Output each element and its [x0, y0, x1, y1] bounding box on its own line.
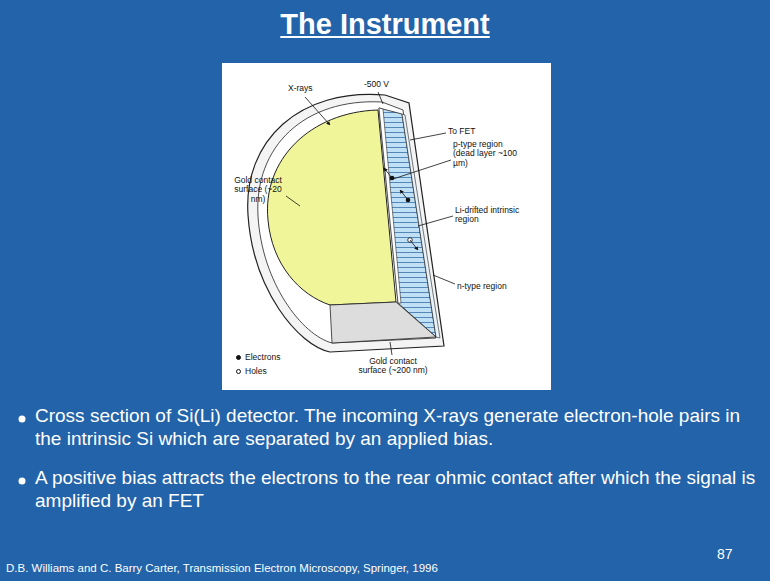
leader-line: [390, 160, 451, 180]
housing-inner: [258, 102, 436, 343]
legend-text: Electrons: [245, 352, 280, 362]
cut-face: [330, 302, 436, 343]
callout-label: Gold contact surface (~200 nm): [358, 357, 428, 376]
slide-title: The Instrument: [0, 8, 770, 41]
figure-panel: [222, 63, 551, 390]
page-number: 87: [717, 546, 757, 562]
callout-label: -500 V: [364, 80, 404, 89]
bullet-dot: [19, 478, 26, 485]
legend-text: Holes: [245, 366, 267, 376]
electron-swatch: [236, 355, 241, 360]
legend-row: Holes: [236, 366, 267, 376]
callout-label: Gold contact surface (~20 nm): [226, 176, 290, 204]
bullet-text: A positive bias attracts the electrons t…: [35, 467, 765, 513]
gold-contact-front: [267, 110, 396, 305]
bullet-dot: [19, 416, 26, 423]
callout-label: n-type region: [457, 282, 527, 291]
carrier-arrow: [410, 240, 418, 250]
xray-arrow: [305, 97, 330, 125]
housing-outer: [248, 94, 444, 352]
carrier-arrow: [400, 190, 408, 200]
leader-line: [410, 133, 446, 140]
leader-line: [433, 275, 455, 284]
bullet-text: Cross section of Si(Li) detector. The in…: [35, 405, 765, 451]
legend-row: Electrons: [236, 352, 280, 362]
n-type-layer: [402, 114, 440, 338]
leader-line: [286, 196, 300, 206]
carrier-arrow: [384, 168, 392, 178]
leader-line: [418, 216, 453, 226]
callout-label: X-rays: [288, 84, 328, 93]
callout-label: Li-drifted intrinsic region: [455, 206, 531, 225]
callout-label: p-type region (dead layer ~100 µm): [453, 140, 525, 168]
citation: D.B. Williams and C. Barry Carter, Trans…: [6, 562, 626, 574]
callout-label: To FET: [448, 127, 488, 136]
hole-swatch: [236, 369, 241, 374]
leader-line: [378, 92, 383, 104]
leader-line: [390, 342, 392, 355]
